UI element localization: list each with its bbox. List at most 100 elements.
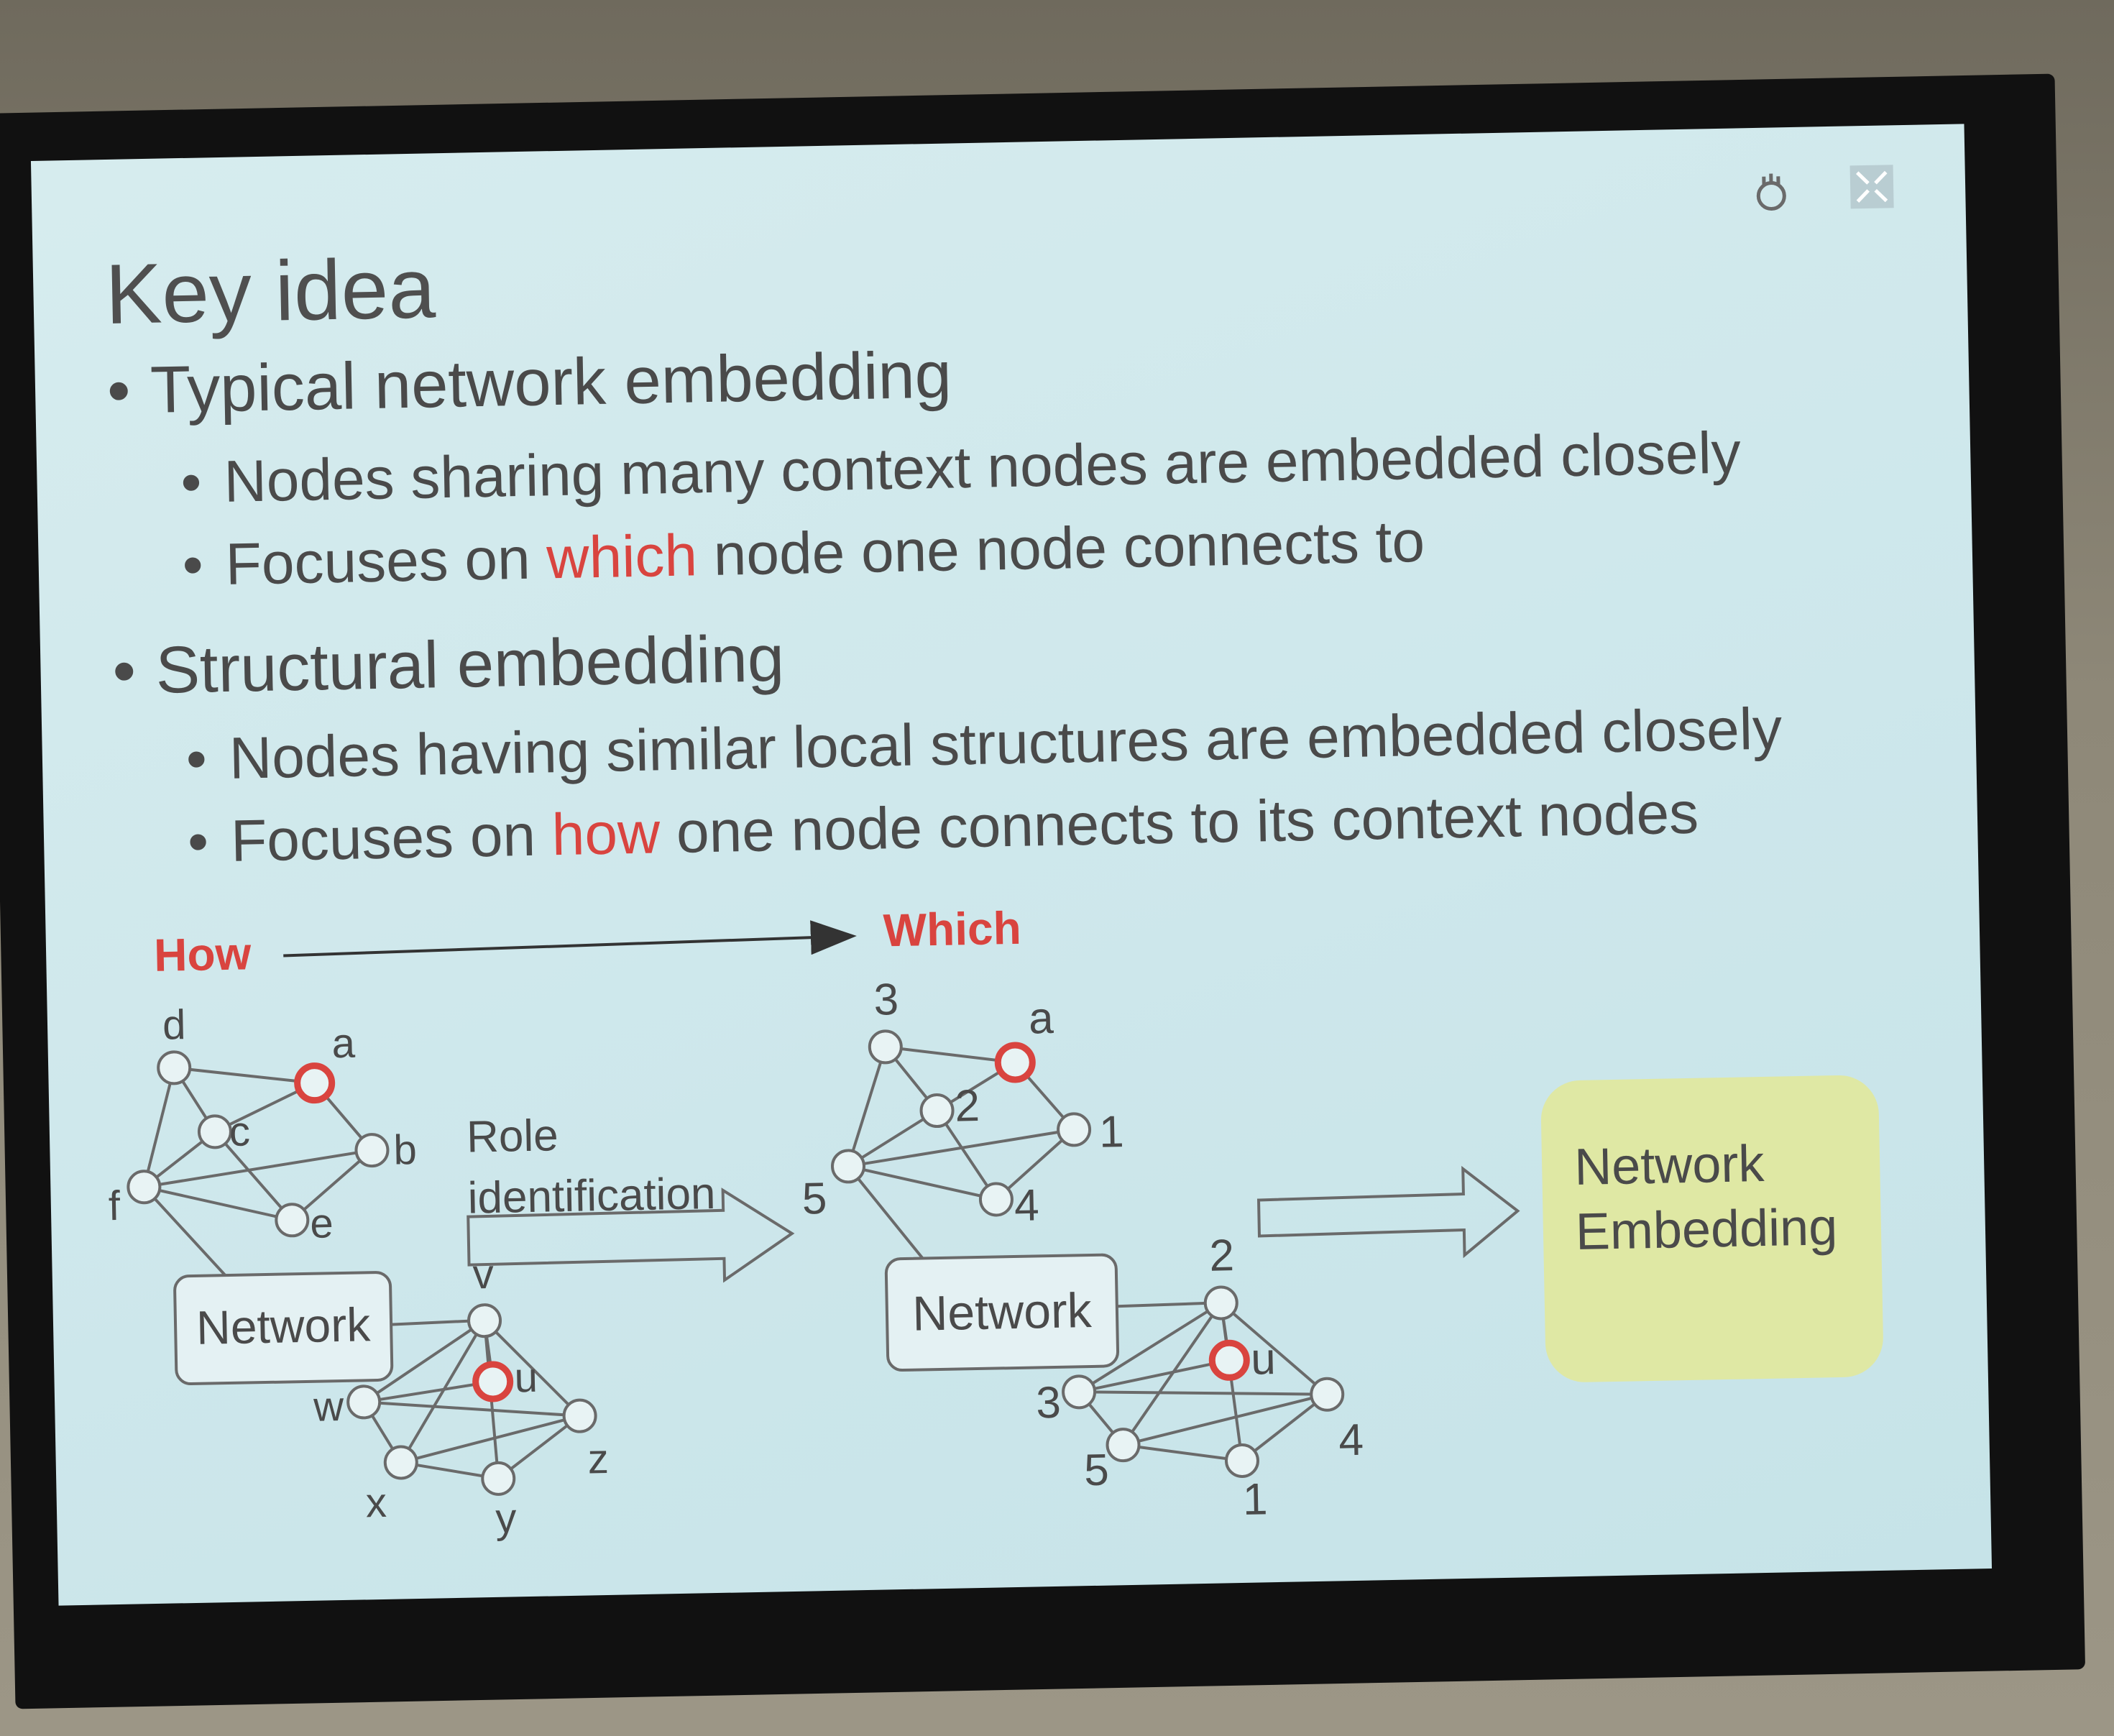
graph-edge — [847, 1109, 938, 1168]
graph-node — [197, 1114, 232, 1149]
node-label: a — [1028, 993, 1054, 1044]
graph-edge — [935, 1109, 998, 1200]
graph-edge — [847, 1165, 927, 1263]
graph-node — [562, 1398, 597, 1433]
graph-node — [481, 1461, 516, 1496]
embedding-arrow — [1256, 1165, 1520, 1259]
graph-edge — [483, 1319, 582, 1418]
graph-node — [1224, 1443, 1259, 1478]
graph-edge — [290, 1149, 373, 1221]
network-box-right — [884, 1253, 1120, 1372]
graph-edge — [847, 1046, 887, 1167]
left-top-graph — [142, 1066, 373, 1280]
node-label: y — [495, 1494, 517, 1542]
node-label: 1 — [1099, 1107, 1125, 1157]
graph-node-highlight — [472, 1361, 514, 1402]
node-label: 3 — [873, 975, 899, 1025]
network-box-left-label: Network — [196, 1298, 371, 1354]
network-diagram: How Which d a c b — [108, 902, 1883, 1542]
graph-node-highlight — [994, 1042, 1036, 1083]
graph-edge — [1219, 1303, 1244, 1461]
graph-node-highlight — [294, 1062, 336, 1104]
graph-edge — [1123, 1443, 1243, 1462]
graph-node — [1057, 1112, 1092, 1147]
node-label: u — [514, 1354, 538, 1402]
node-label: 4 — [1338, 1415, 1364, 1466]
right-top-graph — [847, 1045, 1075, 1263]
graph-edge — [1121, 1302, 1223, 1446]
network-connector — [391, 1319, 471, 1326]
graph-node — [1062, 1374, 1097, 1410]
graph-edge — [173, 1066, 315, 1085]
how-which-arrow — [283, 920, 857, 957]
node-label: 5 — [801, 1174, 827, 1224]
left-top-nodes — [127, 1050, 390, 1238]
node-label: u — [1251, 1334, 1277, 1384]
graph-node — [467, 1303, 502, 1338]
network-embedding-label-2: Embedding — [1575, 1198, 1838, 1261]
left-bottom-labels: v u w z x y — [313, 1251, 610, 1542]
network-connector — [1116, 1301, 1207, 1308]
graph-node — [978, 1182, 1014, 1217]
graph-node — [1203, 1285, 1238, 1321]
graph-node — [919, 1093, 955, 1129]
graph-edge — [847, 1128, 1075, 1168]
graph-edge — [1078, 1359, 1230, 1394]
graph-edge — [1079, 1390, 1328, 1396]
graph-edge — [213, 1131, 293, 1221]
slide: Key idea •Typical network embedding •Nod… — [30, 124, 1993, 1606]
graph-node — [346, 1384, 382, 1420]
role-label-1: Role — [466, 1111, 559, 1162]
graph-edge — [400, 1320, 486, 1464]
right-top-labels: 3 a 2 1 5 4 — [801, 975, 1125, 1231]
left-top-labels: d a c b f e — [108, 1001, 418, 1247]
node-label: b — [393, 1126, 418, 1174]
graph-node — [275, 1203, 310, 1238]
graph-edge — [995, 1128, 1075, 1200]
graph-edge — [1123, 1392, 1328, 1447]
graph-node — [1310, 1377, 1345, 1412]
graph-edge — [400, 1414, 581, 1464]
node-label: 1 — [1242, 1474, 1268, 1525]
graph-node — [1106, 1428, 1141, 1463]
which-label: Which — [883, 902, 1021, 957]
graph-node-highlight — [1208, 1339, 1250, 1381]
graph-edge — [1241, 1393, 1328, 1462]
network-embedding-box — [1540, 1075, 1883, 1382]
node-label: e — [310, 1200, 334, 1247]
right-bottom-labels: 2 u 3 4 5 1 — [1036, 1231, 1364, 1525]
right-top-nodes — [831, 1029, 1092, 1217]
slide-corner-icons — [1756, 165, 1894, 211]
network-box-right-label: Network — [912, 1283, 1093, 1341]
hand-icon — [1756, 173, 1786, 211]
right-bottom-nodes — [1062, 1285, 1345, 1478]
node-label: 4 — [1014, 1180, 1039, 1231]
node-label: 2 — [955, 1081, 980, 1131]
graph-node — [127, 1170, 162, 1205]
graph-edge — [143, 1185, 293, 1222]
graph-edge — [363, 1319, 486, 1404]
node-label: v — [472, 1251, 494, 1298]
network-embedding-label-1: Network — [1573, 1135, 1765, 1196]
graph-node — [383, 1445, 418, 1480]
how-label: How — [154, 927, 252, 981]
node-label: x — [365, 1479, 387, 1527]
network-box-left — [173, 1271, 394, 1386]
graph-node — [157, 1050, 192, 1085]
graph-edge — [142, 1067, 176, 1188]
node-label: d — [162, 1001, 186, 1049]
node-label: w — [313, 1383, 345, 1430]
graph-edge — [363, 1380, 493, 1404]
node-label: 5 — [1084, 1446, 1110, 1496]
graph-edge — [144, 1149, 372, 1189]
role-identification-arrow — [467, 1188, 795, 1283]
minimize-icon[interactable] — [1849, 165, 1894, 209]
node-label: 3 — [1036, 1378, 1062, 1428]
graph-edge — [1078, 1301, 1222, 1394]
graph-edge — [885, 1045, 1016, 1064]
graph-node — [354, 1133, 390, 1168]
node-label: a — [331, 1020, 356, 1067]
node-label: z — [587, 1436, 609, 1483]
graph-edge — [847, 1165, 997, 1201]
node-label: 2 — [1209, 1231, 1235, 1281]
